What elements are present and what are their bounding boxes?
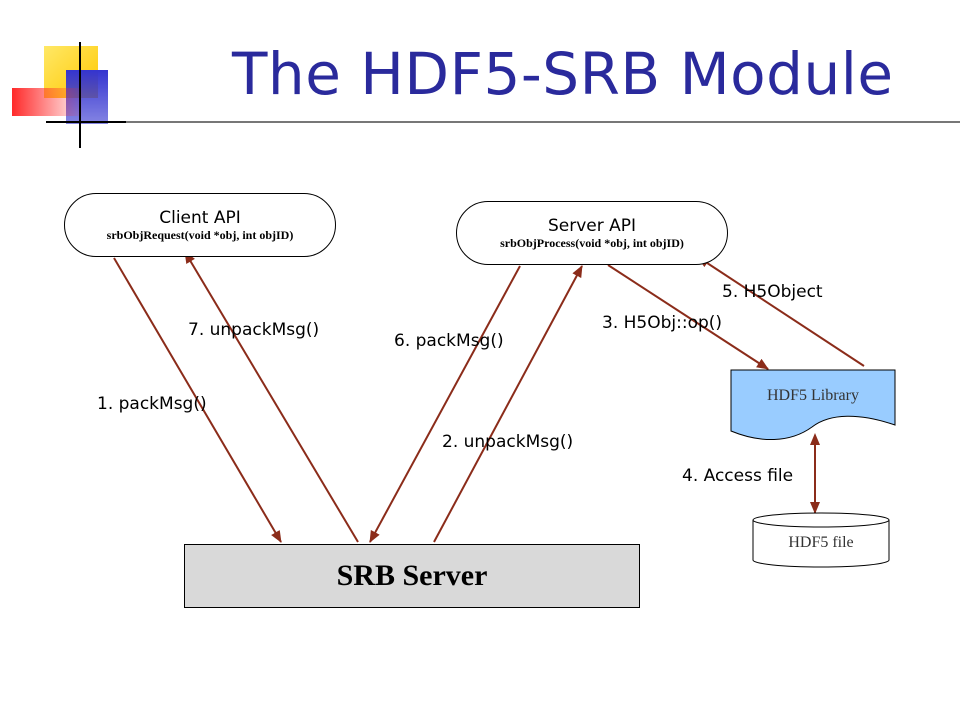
hdf5-library-label: HDF5 Library [767, 387, 859, 404]
title-rule [126, 121, 960, 123]
step-7-label: 7. unpackMsg() [188, 320, 320, 340]
server-api-name: Server API [547, 215, 637, 236]
hdf5-library-node: HDF5 Library [730, 369, 896, 445]
step-6-label: 6. packMsg() [394, 331, 504, 351]
step-5-label: 5. H5Object [722, 282, 823, 302]
hdf5-file-label: HDF5 file [788, 534, 854, 551]
logo-red-bar [12, 88, 82, 116]
client-api-signature: srbObjRequest(void *obj, int objID) [106, 227, 294, 242]
client-api-node: Client API srbObjRequest(void *obj, int … [64, 193, 336, 257]
srb-server-box: SRB Server [184, 544, 640, 608]
step-1-label: 1. packMsg() [97, 394, 207, 414]
arrow-step2 [433, 265, 583, 543]
page-title: The HDF5-SRB Module [232, 40, 894, 108]
hdf5-file-cylinder-top [752, 512, 890, 528]
server-api-signature: srbObjProcess(void *obj, int objID) [500, 235, 684, 250]
step-3-label: 3. H5Obj::op() [602, 313, 723, 333]
arrow-step3 [607, 264, 769, 370]
step-2-label: 2. unpackMsg() [442, 432, 574, 452]
arrow-step7 [184, 251, 359, 543]
arrow-step1 [113, 257, 282, 543]
step-4-label: 4. Access file [682, 466, 794, 486]
srb-server-label: SRB Server [336, 559, 488, 592]
hdf5-file-node: HDF5 file [752, 512, 890, 568]
client-api-name: Client API [159, 207, 241, 228]
server-api-node: Server API srbObjProcess(void *obj, int … [456, 201, 728, 265]
arrow-step5 [697, 256, 865, 367]
hdf5-file-cylinder [752, 520, 890, 568]
hdf5-library-shape [730, 369, 896, 440]
slide-logo [0, 0, 140, 150]
arrow-step6 [369, 265, 521, 543]
